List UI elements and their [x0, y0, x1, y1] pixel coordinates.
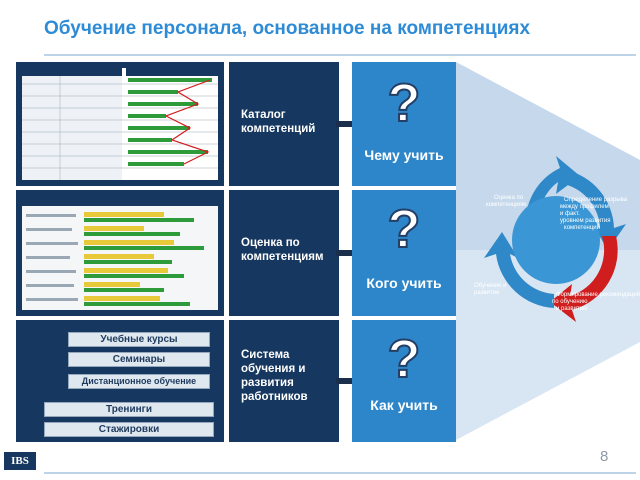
- question-box-who: ? Кого учить: [352, 190, 456, 316]
- row-connector: [336, 378, 366, 384]
- question-what-label: Чему учить: [364, 147, 444, 163]
- training-item: Стажировки: [44, 422, 214, 437]
- ibs-logo: IBS: [4, 452, 36, 470]
- title-divider: [44, 54, 636, 56]
- assessment-table-image: [22, 196, 218, 306]
- row-connector: [336, 250, 366, 256]
- footer-divider: [44, 472, 636, 474]
- question-who-label: Кого учить: [366, 275, 442, 291]
- training-item: Тренинги: [44, 402, 214, 417]
- training-item: Учебные курсы: [68, 332, 210, 347]
- row-label-catalog: Каталог компетенций: [241, 109, 316, 135]
- question-mark-icon: ?: [387, 73, 422, 133]
- row-connector: [336, 121, 366, 127]
- page-title: Обучение персонала, основанное на компет…: [44, 18, 531, 39]
- training-item: Дистанционное обучение: [68, 374, 210, 389]
- row-label-box-system: Система обучения и развития работников: [229, 320, 339, 442]
- competency-catalog-thumbnail: [16, 62, 224, 186]
- question-box-how: ? Как учить: [352, 320, 456, 442]
- assessment-thumbnail: [16, 190, 224, 316]
- page-number: 8: [600, 448, 609, 465]
- row-label-assessment: Оценка по компетенциям: [241, 237, 324, 263]
- question-mark-icon: ?: [387, 329, 422, 389]
- training-item: Семинары: [68, 352, 210, 367]
- question-box-what: ? Чему учить: [352, 62, 456, 186]
- cycle-arrow-icon: [484, 156, 626, 322]
- row-label-system: Система обучения и развития работников: [241, 349, 308, 403]
- row-label-box-catalog: Каталог компетенций: [229, 62, 339, 186]
- question-mark-icon: ?: [387, 199, 422, 259]
- training-forms-panel: Учебные курсы Семинары Дистанционное обу…: [16, 320, 224, 442]
- row-label-box-assessment: Оценка по компетенциям: [229, 190, 339, 316]
- question-how-label: Как учить: [370, 397, 438, 413]
- competency-table-image: [22, 68, 218, 180]
